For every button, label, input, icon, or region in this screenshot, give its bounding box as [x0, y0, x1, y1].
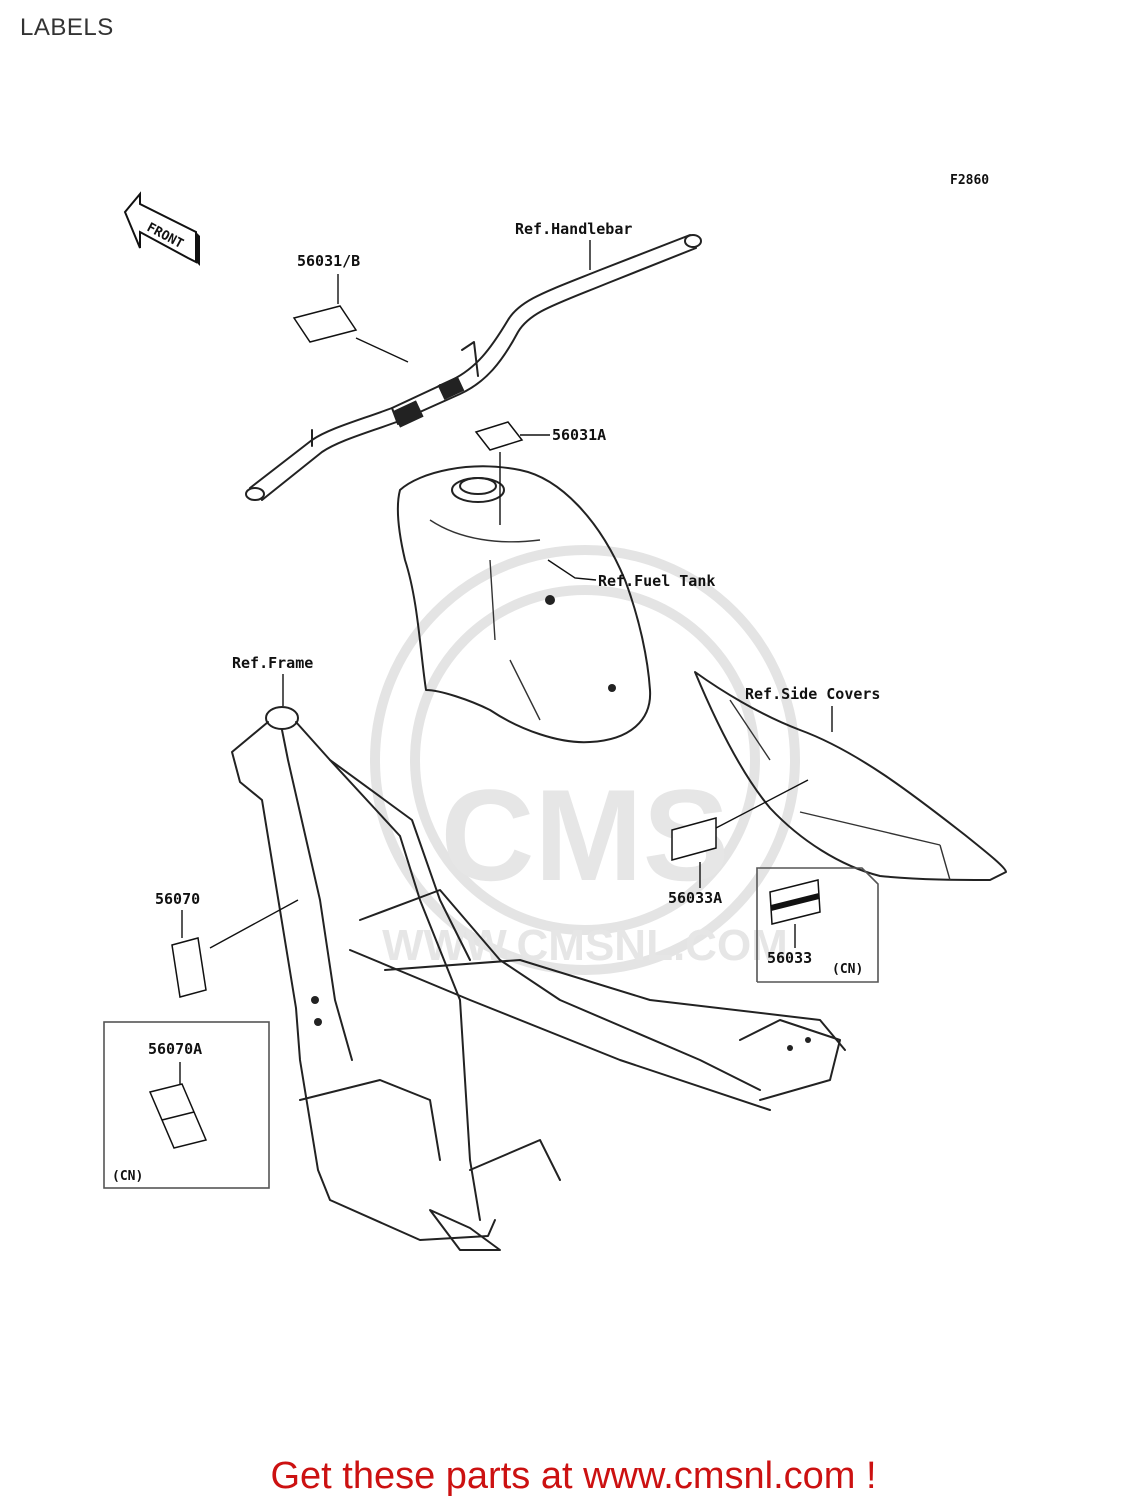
ref-side-covers-label: Ref.Side Covers	[745, 685, 880, 703]
callout-56033a: 56033A	[668, 779, 809, 907]
front-arrow-icon: FRONT	[123, 191, 200, 266]
page-title: LABELS	[20, 14, 114, 41]
figure-code: F2860	[950, 173, 989, 188]
fuel-tank	[396, 465, 652, 744]
callout-56033a-label: 56033A	[668, 889, 722, 907]
callout-56070a-box: 56070A (CN)	[103, 1021, 270, 1189]
watermark-site: WWW.CMSNL.COM	[382, 921, 788, 970]
frame	[231, 706, 846, 1251]
callout-56031a-label: 56031A	[552, 426, 606, 444]
ref-handlebar-label: Ref.Handlebar	[515, 220, 632, 238]
label-patch-56033a	[671, 817, 717, 861]
handlebar	[245, 234, 702, 501]
callout-56031b: 56031/B	[292, 252, 409, 363]
callout-56070: 56070	[155, 890, 299, 998]
callout-56070a-label: 56070A	[148, 1040, 202, 1058]
ref-fuel-tank-label: Ref.Fuel Tank	[598, 572, 715, 590]
cms-watermark: CMS WWW.CMSNL.COM	[370, 545, 800, 975]
label-patch-56031a	[474, 421, 524, 451]
label-patch-56070	[171, 937, 207, 998]
side-cover	[694, 671, 1007, 881]
ref-fuel-tank: Ref.Fuel Tank	[547, 559, 715, 590]
ref-side-covers: Ref.Side Covers	[745, 685, 880, 732]
ref-frame: Ref.Frame	[232, 654, 313, 706]
callout-56031b-label: 56031/B	[297, 252, 360, 270]
label-patch-56031b	[292, 305, 358, 343]
callout-56070a-note: (CN)	[112, 1169, 143, 1184]
callout-56031a: 56031A	[474, 421, 606, 525]
callout-56033-label: 56033	[767, 949, 812, 967]
ref-frame-label: Ref.Frame	[232, 654, 313, 672]
callout-56033-note: (CN)	[832, 962, 863, 977]
callout-56070-label: 56070	[155, 890, 200, 908]
ref-handlebar: Ref.Handlebar	[515, 220, 632, 270]
callout-56033-box: 56033 (CN)	[756, 867, 879, 983]
footer-cta-link[interactable]: Get these parts at www.cmsnl.com !	[270, 1455, 877, 1497]
